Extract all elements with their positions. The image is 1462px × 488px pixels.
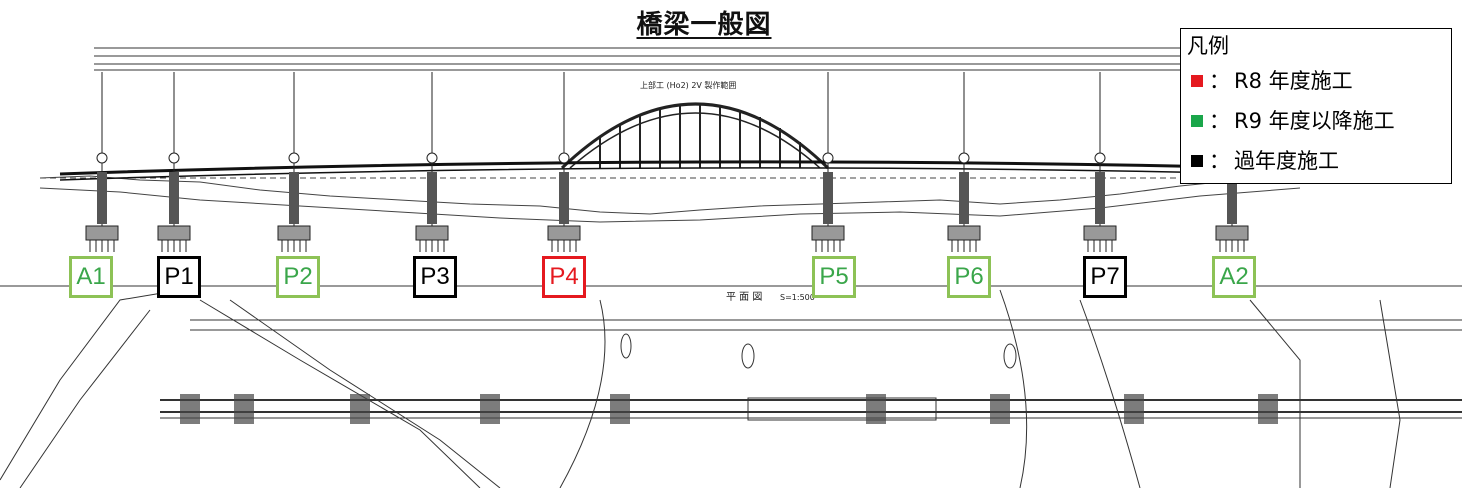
plan-pier-blocks	[180, 394, 1278, 424]
plan-view-label: 平 面 図	[726, 291, 762, 303]
pier-column-p3	[415, 72, 449, 252]
legend-item-r8: ： R8 年度施工	[1187, 61, 1445, 101]
legend-label: R8 年度施工	[1234, 69, 1353, 93]
legend-swatch-red	[1191, 75, 1203, 87]
plan-block-a1	[180, 394, 200, 424]
legend-swatch-black	[1191, 155, 1203, 167]
legend: 凡例 ： R8 年度施工 ： R9 年度以降施工 ： 過年度施工	[1180, 28, 1452, 184]
plan-view-scale: S=1:500	[780, 293, 815, 302]
pier-label-p3: P3	[413, 256, 457, 298]
plan-block-p1	[234, 394, 254, 424]
pier-label-p5: P5	[812, 256, 856, 298]
legend-item-r9: ： R9 年度以降施工	[1187, 101, 1445, 141]
plan-block-p2	[350, 394, 370, 424]
plan-block-p3	[480, 394, 500, 424]
pier-column-p2	[277, 72, 311, 252]
plan-block-a2	[1258, 394, 1278, 424]
pier-label-a1: A1	[69, 256, 113, 298]
legend-label: 過年度施工	[1234, 149, 1339, 173]
legend-item-past: ： 過年度施工	[1187, 141, 1445, 181]
pier-column-p4	[547, 72, 581, 252]
legend-swatch-green	[1191, 115, 1203, 127]
arch-range-label: 上部工 (Ho2) 2V 製作範囲	[640, 80, 736, 90]
pier-label-a2: A2	[1212, 256, 1256, 298]
pier-column-p7	[1083, 72, 1117, 252]
dimension-lines	[94, 47, 1240, 71]
plan-block-p5	[866, 394, 886, 424]
pier-label-p7: P7	[1083, 256, 1127, 298]
plan-block-p6	[990, 394, 1010, 424]
plan-block-p4	[610, 394, 630, 424]
pier-column-p6	[947, 72, 981, 252]
plan-view	[0, 285, 1462, 488]
pier-column-p5	[811, 72, 845, 252]
ground-profile	[39, 173, 1341, 223]
pier-label-p2: P2	[276, 256, 320, 298]
pier-column-p1	[157, 72, 191, 252]
bridge-deck	[59, 160, 1341, 181]
plan-block-p7	[1124, 394, 1144, 424]
legend-title: 凡例	[1187, 34, 1229, 58]
pier-label-p6: P6	[947, 256, 991, 298]
page-title: 橋梁一般図	[636, 10, 772, 40]
legend-label: R9 年度以降施工	[1234, 109, 1395, 133]
pier-column-a1	[85, 72, 119, 252]
pier-label-p1: P1	[157, 256, 201, 298]
arch-span	[560, 102, 830, 170]
pier-label-p4: P4	[542, 256, 586, 298]
